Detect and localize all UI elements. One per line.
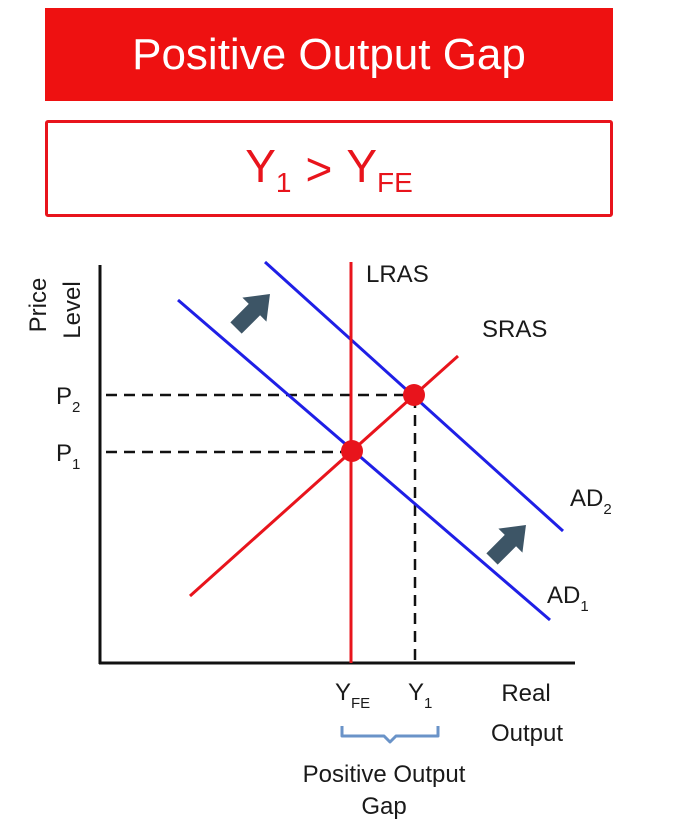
y-axis-label-line2: Level bbox=[59, 281, 86, 338]
ad2-label: AD2 bbox=[570, 485, 612, 518]
ad1-label: AD1 bbox=[547, 582, 589, 615]
formula-right: YFE bbox=[346, 139, 413, 198]
x-axis-label-line1: Real bbox=[501, 680, 550, 707]
p1-label: P1 bbox=[56, 440, 80, 473]
x-axis-label-line2: Output bbox=[491, 720, 563, 747]
equilibrium-point-1 bbox=[341, 440, 363, 462]
shift-arrow-icon bbox=[486, 525, 526, 565]
ad1-curve bbox=[177, 298, 551, 622]
yfe-label: YFE bbox=[335, 679, 370, 712]
sras-label: SRAS bbox=[482, 316, 547, 343]
y-axis-label-line1: Price bbox=[25, 278, 52, 333]
formula-box: Y1 > YFE bbox=[45, 120, 613, 217]
gap-label-line2: Gap bbox=[361, 793, 406, 820]
y1-label: Y1 bbox=[408, 679, 432, 712]
title-banner: Positive Output Gap bbox=[45, 8, 613, 101]
formula-left: Y1 bbox=[245, 139, 292, 198]
shift-arrow-icon bbox=[230, 294, 270, 334]
equilibrium-point-2 bbox=[403, 384, 425, 406]
output-gap-brace bbox=[340, 726, 440, 744]
gap-label-line1: Positive Output bbox=[303, 761, 466, 788]
formula-operator: > bbox=[305, 142, 333, 195]
p2-label: P2 bbox=[56, 383, 80, 416]
lras-label: LRAS bbox=[366, 261, 429, 288]
page-title: Positive Output Gap bbox=[132, 29, 526, 79]
